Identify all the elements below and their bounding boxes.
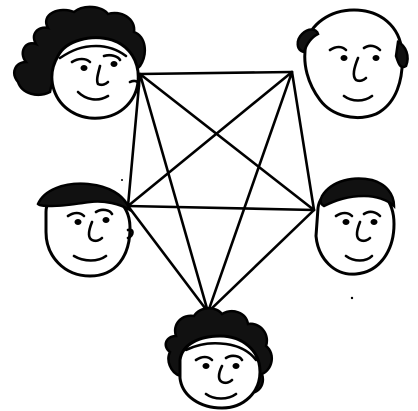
ink-speck: [121, 179, 123, 181]
person-node-top-right: [298, 10, 408, 118]
person-node-middle-left: [38, 184, 133, 276]
person-node-top-left: [14, 7, 145, 118]
connection-line-top-left-to-top-right: [140, 72, 292, 74]
connection-line-middle-left-to-middle-right: [128, 206, 314, 210]
person-node-middle-right: [316, 179, 394, 275]
edges-layer: [128, 72, 314, 312]
connection-line-top-right-to-middle-right: [292, 72, 314, 210]
connection-line-middle-right-to-bottom: [208, 210, 314, 312]
connection-line-top-left-to-middle-right: [140, 74, 314, 210]
person-node-bottom: [166, 308, 272, 408]
connection-line-top-left-to-bottom: [140, 74, 208, 312]
ink-speck: [351, 297, 353, 299]
connection-line-top-right-to-bottom: [208, 72, 292, 312]
connection-line-middle-left-to-bottom: [128, 206, 208, 312]
